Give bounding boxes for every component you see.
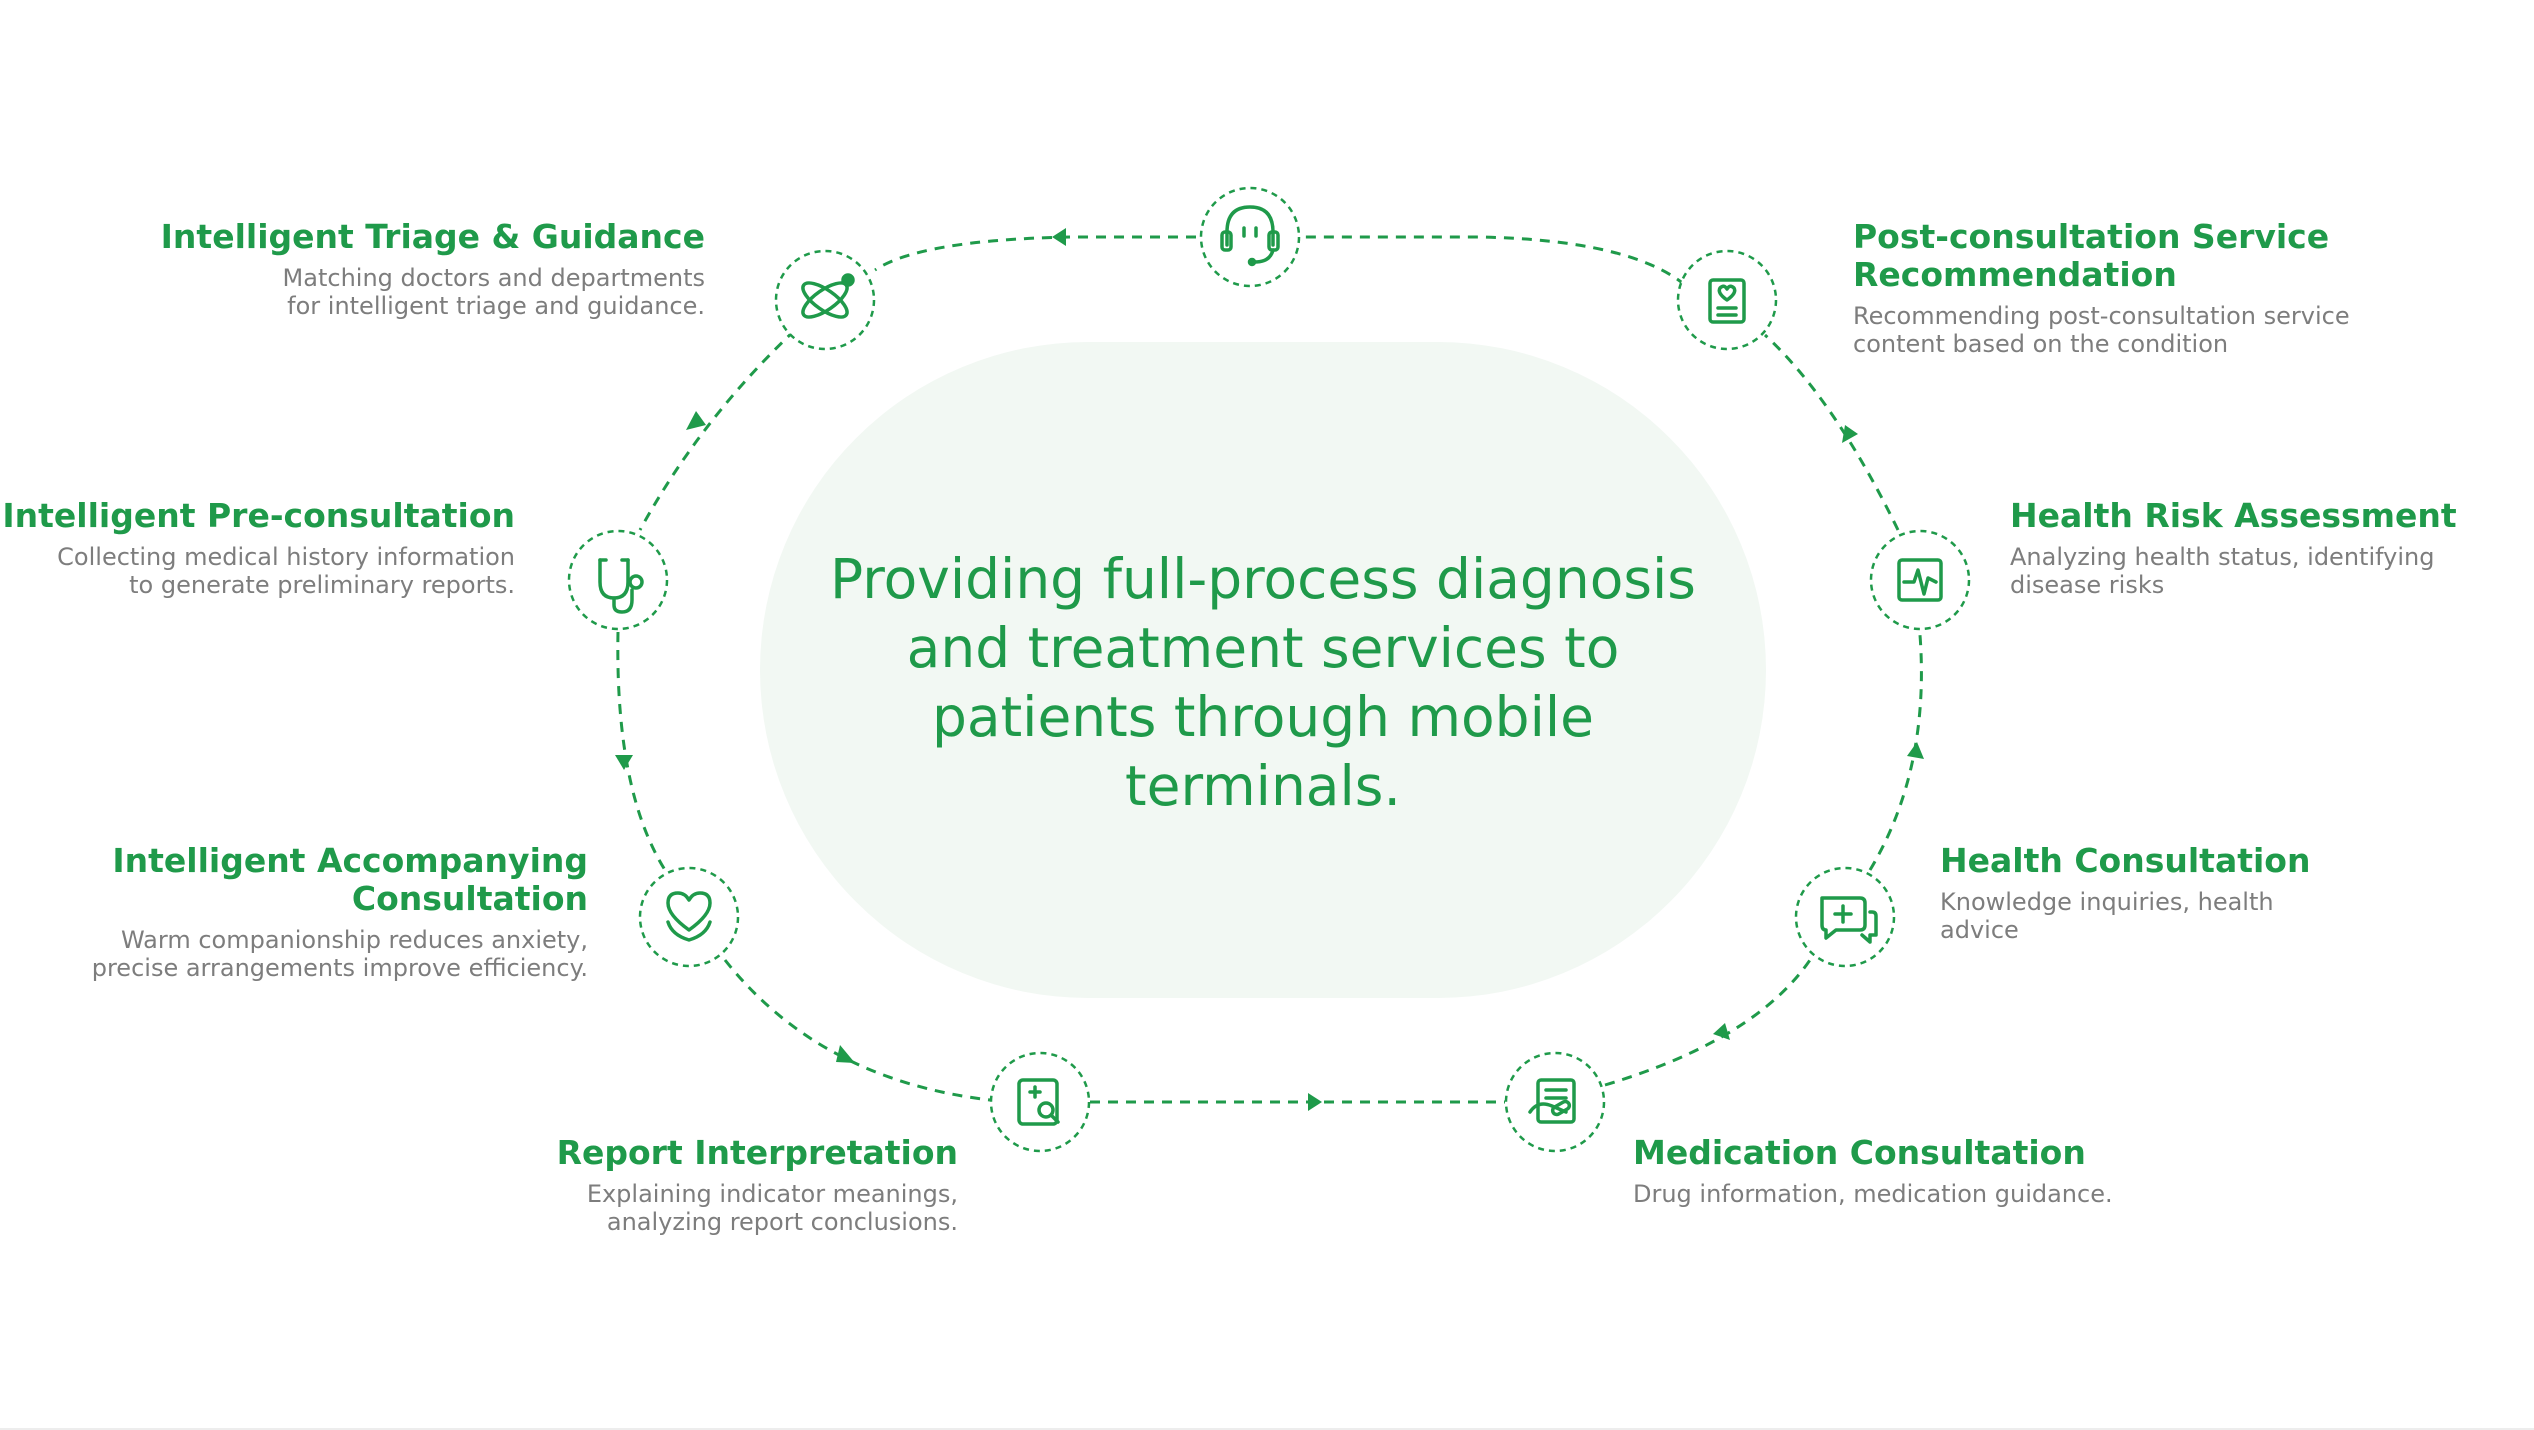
report-desc: Explaining indicator meanings, analyzing… [586,1180,958,1236]
preconsult-title: Intelligent Pre-consultation [2,496,515,535]
label-triage: Intelligent Triage & Guidance Matching d… [85,217,705,321]
postconsult-title: Post-consultation Service Recommendation [1853,217,2330,294]
arrowhead [615,755,633,770]
label-medication: Medication Consultation Drug information… [1633,1133,2273,1209]
healthconsult-desc: Knowledge inquiries, health advice [1940,888,2274,944]
risk-desc: Analyzing health status, identifying dis… [2010,543,2435,599]
medication-title: Medication Consultation [1633,1133,2086,1172]
center-background [760,342,1766,998]
arrowhead [1907,742,1924,759]
headset-icon [1220,205,1280,267]
medication-desc: Drug information, medication guidance. [1633,1180,2113,1208]
connector-triage-to-preconsult [638,328,797,531]
node-healthconsult-circle [1794,866,1896,968]
medicine-document-icon [1528,1078,1576,1124]
triage-desc: Matching doctors and departments for int… [282,264,705,320]
node-report-circle [989,1051,1091,1153]
connector-postconsult-to-top [1300,235,1686,287]
node-accompany-circle [638,866,740,968]
arrowhead [1713,1023,1730,1040]
atom-icon [801,273,855,319]
arrowhead [1842,425,1858,443]
heart-monitor-icon [1897,558,1943,602]
bottom-divider [0,1428,2534,1430]
node-top-circle [1199,186,1301,288]
accompany-title: Intelligent Accompanying Consultation [112,841,588,918]
connector-medication-to-healthconsult [1604,959,1812,1087]
report-title: Report Interpretation [556,1133,958,1172]
label-healthconsult: Health Consultation Knowledge inquiries,… [1940,841,2460,945]
preconsult-desc: Collecting medical history information t… [57,543,515,599]
report-search-icon [1017,1078,1060,1126]
triage-title: Intelligent Triage & Guidance [160,217,705,256]
heart-hands-icon [666,891,712,942]
node-preconsult-circle [567,529,669,631]
connector-top-to-triage [874,235,1250,272]
connector-accompany-to-report [723,959,991,1102]
stethoscope-icon [598,558,644,614]
label-preconsult: Intelligent Pre-consultation Collecting … [0,496,515,600]
connector-risk-to-postconsult [1763,333,1900,531]
arrowhead [686,411,706,430]
connector-healthconsult-to-risk [1868,634,1923,871]
node-medication-circle [1504,1051,1606,1153]
arrowhead [1052,228,1066,246]
label-risk: Health Risk Assessment Analyzing health … [2010,496,2530,600]
node-triage-circle [774,249,876,351]
arrowhead [1308,1093,1322,1111]
medical-record-icon [1708,278,1746,324]
center-statement: Providing full-process diagnosis and tre… [830,547,1696,818]
healthconsult-title: Health Consultation [1940,841,2311,880]
label-report: Report Interpretation Explaining indicat… [400,1133,958,1237]
chat-plus-icon [1820,896,1878,944]
postconsult-desc: Recommending post-consultation service c… [1853,302,2350,358]
arrowhead [836,1045,855,1063]
accompany-desc: Warm companionship reduces anxiety, prec… [91,926,588,982]
label-accompany: Intelligent Accompanying Consultation Wa… [40,841,588,983]
risk-title: Health Risk Assessment [2010,496,2457,535]
label-postconsult: Post-consultation Service Recommendation… [1853,217,2493,359]
connector-preconsult-to-accompany [616,631,667,871]
